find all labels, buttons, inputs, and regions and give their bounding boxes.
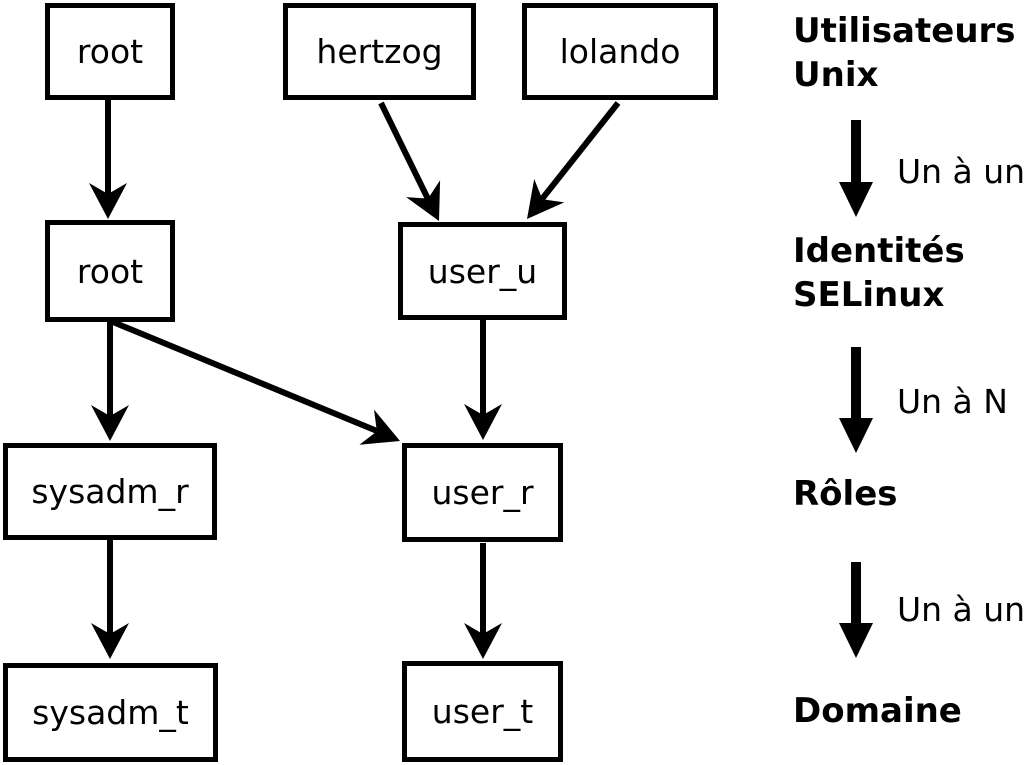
- node-domain-user-t: user_t: [402, 661, 563, 762]
- node-role-user-r: user_r: [402, 443, 563, 542]
- legend-arrow-selinux-to-roles: [839, 347, 873, 453]
- legend-relation-un-a-un-1: Un à un: [897, 152, 1024, 191]
- legend-relation-un-a-un-2: Un à un: [897, 590, 1024, 629]
- node-unix-hertzog: hertzog: [283, 3, 476, 100]
- legend-stage-domaine: Domaine: [793, 691, 962, 731]
- edge-sysadm-r-to-sysadm-t: [91, 540, 129, 659]
- legend-relation-un-a-n: Un à N: [897, 382, 1008, 421]
- edge-selinux-root-to-user-r: [111, 319, 400, 445]
- legend-stage-identites-selinux: Identités SELinux: [793, 231, 965, 315]
- node-selinux-user-u: user_u: [398, 222, 567, 320]
- legend-arrow-roles-to-domaine: [839, 562, 873, 658]
- node-unix-lolando: lolando: [522, 3, 718, 100]
- edge-unix-root-to-selinux-root: [89, 100, 127, 219]
- edge-lolando-to-user-u: [527, 101, 621, 219]
- legend-stage-utilisateurs-unix: Utilisateurs Unix: [793, 11, 1016, 95]
- node-unix-root: root: [45, 3, 175, 100]
- node-role-sysadm-r: sysadm_r: [3, 443, 217, 540]
- edge-user-r-to-user-t: [464, 543, 502, 659]
- edge-user-u-to-user-r: [464, 320, 502, 440]
- legend-stage-roles: Rôles: [793, 474, 898, 514]
- node-selinux-root: root: [45, 220, 175, 322]
- node-domain-sysadm-t: sysadm_t: [3, 663, 218, 762]
- edge-hertzog-to-user-u: [378, 101, 441, 221]
- legend-arrow-unix-to-selinux: [839, 120, 873, 217]
- edge-selinux-root-to-sysadm-r: [91, 322, 129, 441]
